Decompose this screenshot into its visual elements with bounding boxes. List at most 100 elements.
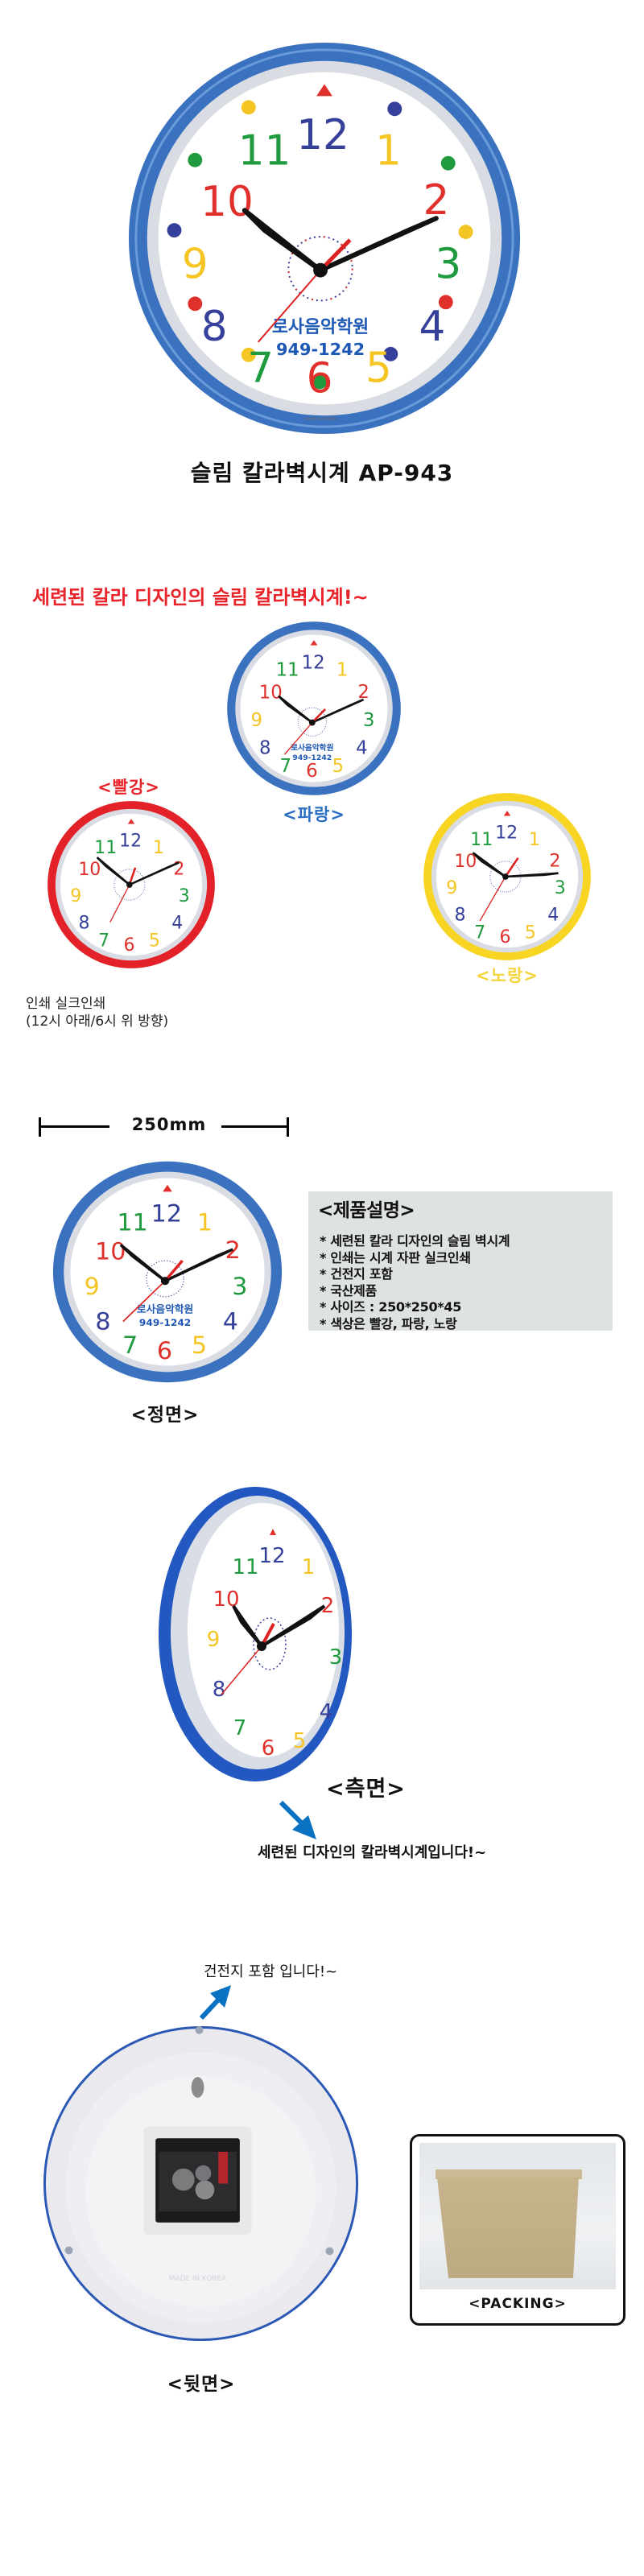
variant-label-blue: <파랑> (283, 805, 345, 824)
svg-text:9: 9 (70, 886, 81, 906)
side-tagline: 세련된 디자인의 칼라벽시계입니다!~ (258, 1844, 487, 1861)
clock-side-view: 12 1 2 3 4 5 6 7 8 9 10 11 (157, 1485, 354, 1783)
side-caption: <측면> (326, 1777, 406, 1802)
svg-text:10: 10 (78, 860, 101, 880)
svg-text:6: 6 (262, 1736, 275, 1761)
dimension-right-tick (287, 1117, 289, 1137)
spec-item: 인쇄는 시계 자판 실크인쇄 (320, 1250, 613, 1267)
svg-text:9: 9 (207, 1628, 221, 1652)
svg-text:3: 3 (435, 241, 461, 289)
back-caption: <뒷면> (167, 2374, 236, 2395)
front-caption: <정면> (130, 1405, 200, 1426)
product-title: 슬림 칼라벽시계 AP-943 (190, 460, 454, 486)
svg-text:4: 4 (171, 913, 183, 933)
svg-text:8: 8 (78, 913, 89, 933)
dimension-label: 250mm (131, 1115, 207, 1134)
svg-text:1: 1 (336, 660, 349, 681)
arrow-up-right-icon (199, 1985, 231, 2021)
svg-text:2: 2 (173, 859, 184, 879)
svg-text:11: 11 (117, 1208, 147, 1236)
svg-text:4: 4 (223, 1307, 238, 1335)
svg-text:7: 7 (98, 931, 109, 951)
clock-back-view: MADE IN KOREA (42, 2025, 360, 2343)
spec-item: 색상은 빨강, 파랑, 노랑 (320, 1316, 613, 1333)
svg-text:7: 7 (474, 923, 485, 943)
svg-text:12: 12 (151, 1199, 182, 1227)
svg-text:로사음악학원: 로사음악학원 (137, 1303, 193, 1315)
svg-text:4: 4 (320, 1700, 333, 1724)
packing-card: <PACKING> (410, 2134, 625, 2326)
svg-text:10: 10 (259, 683, 283, 704)
svg-text:4: 4 (419, 303, 446, 351)
svg-text:3: 3 (329, 1645, 343, 1670)
svg-text:3: 3 (179, 886, 190, 906)
packing-box (437, 2178, 579, 2278)
svg-text:2: 2 (357, 682, 369, 703)
spec-title: <제품설명> (318, 1200, 415, 1221)
svg-text:1: 1 (375, 127, 402, 175)
svg-text:4: 4 (547, 905, 559, 925)
spec-item: 국산제품 (320, 1283, 613, 1300)
svg-text:4: 4 (356, 737, 368, 758)
svg-text:로사음악학원: 로사음악학원 (272, 317, 369, 337)
battery-note: 건전지 포함 입니다!~ (204, 1963, 338, 1980)
svg-text:10: 10 (200, 178, 254, 226)
svg-text:9: 9 (446, 878, 457, 898)
svg-text:11: 11 (275, 660, 299, 681)
svg-text:7: 7 (122, 1331, 138, 1358)
svg-text:6: 6 (157, 1337, 172, 1364)
svg-text:2: 2 (549, 851, 560, 871)
svg-text:11: 11 (238, 127, 291, 175)
svg-text:5: 5 (332, 756, 345, 777)
dimension-right-line (221, 1125, 287, 1128)
spec-list: 세련된 칼라 디자인의 슬림 벽시계 인쇄는 시계 자판 실크인쇄 건전지 포함… (320, 1233, 613, 1332)
svg-text:2: 2 (321, 1594, 335, 1618)
svg-text:3: 3 (555, 878, 566, 898)
svg-text:8: 8 (213, 1678, 226, 1702)
svg-text:8: 8 (454, 905, 465, 925)
svg-text:8: 8 (259, 737, 271, 758)
clock-face-svg: 12 1 2 3 4 5 6 7 8 9 10 11 로사음악학원 949-12… (128, 42, 521, 435)
print-note: 인쇄 실크인쇄 (12시 아래/6시 위 방향) (26, 995, 168, 1030)
svg-text:6: 6 (307, 354, 333, 402)
svg-text:949-1242: 949-1242 (292, 753, 332, 762)
svg-text:8: 8 (201, 303, 228, 351)
spec-item: 세련된 칼라 디자인의 슬림 벽시계 (320, 1233, 613, 1250)
svg-text:5: 5 (365, 345, 392, 393)
svg-text:949-1242: 949-1242 (139, 1317, 191, 1328)
svg-text:9: 9 (182, 241, 208, 289)
svg-text:로사음악학원: 로사음악학원 (291, 742, 333, 753)
svg-text:10: 10 (454, 852, 477, 872)
svg-text:11: 11 (232, 1555, 258, 1579)
svg-text:8: 8 (95, 1307, 110, 1335)
svg-text:6: 6 (306, 761, 318, 782)
packing-caption: <PACKING> (469, 2296, 567, 2312)
dimension-indicator: 250mm (36, 1115, 294, 1139)
svg-text:7: 7 (247, 345, 274, 393)
svg-text:10: 10 (95, 1237, 126, 1265)
svg-text:5: 5 (149, 931, 160, 951)
svg-text:5: 5 (293, 1729, 307, 1753)
svg-text:6: 6 (499, 927, 510, 947)
svg-text:12: 12 (296, 111, 349, 159)
svg-text:11: 11 (470, 830, 493, 850)
svg-text:5: 5 (525, 923, 536, 943)
svg-text:3: 3 (232, 1272, 247, 1299)
dimension-left-line (39, 1125, 109, 1128)
variant-label-red: <빨강> (97, 778, 160, 797)
print-note-line2: (12시 아래/6시 위 방향) (26, 1013, 169, 1030)
svg-text:1: 1 (153, 838, 164, 858)
packing-photo (419, 2143, 616, 2289)
svg-text:9: 9 (250, 710, 262, 731)
svg-text:MADE IN KOREA: MADE IN KOREA (304, 417, 336, 422)
svg-text:7: 7 (233, 1716, 247, 1740)
svg-text:1: 1 (197, 1208, 213, 1236)
svg-text:3: 3 (363, 710, 375, 731)
svg-text:12: 12 (495, 824, 518, 844)
color-headline: 세련된 칼라 디자인의 슬림 칼라벽시계!~ (32, 586, 369, 609)
svg-text:1: 1 (302, 1555, 316, 1579)
